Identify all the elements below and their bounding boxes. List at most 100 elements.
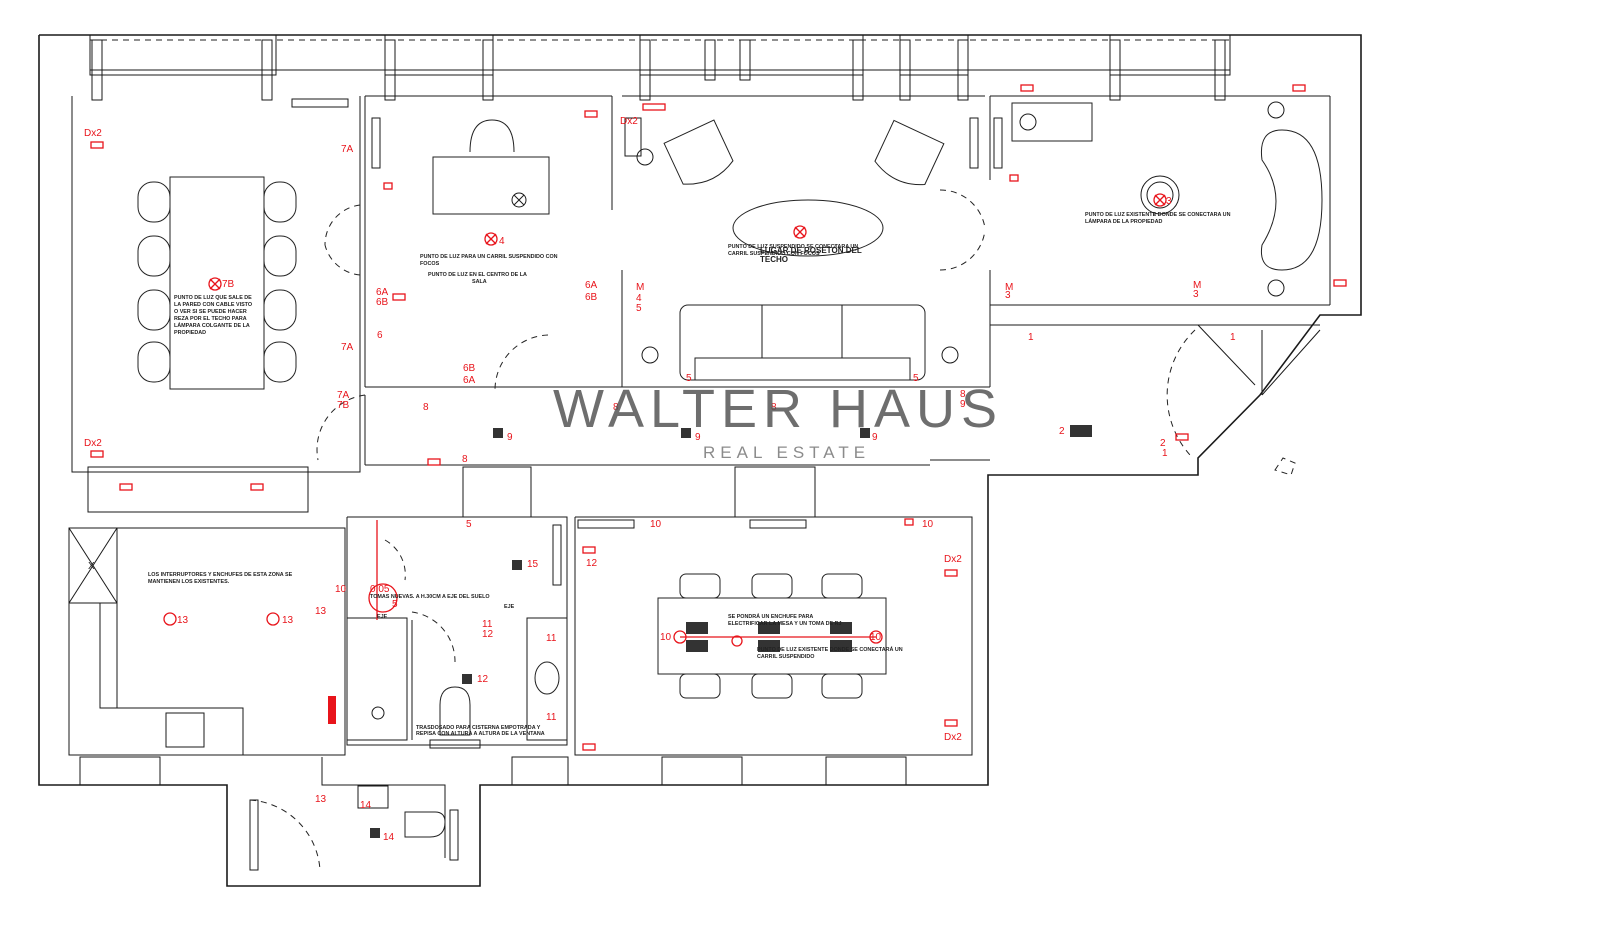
note-living-2: CARRIL SUSPENDIDO CON FOCOS: [728, 251, 820, 257]
note-living-1: PUNTO DE LUZ SUSPENDIDO SE CONECTARA UN: [728, 244, 858, 250]
note-table-4: CARRIL SUSPENDIDO: [757, 654, 814, 660]
label-9-a: 9: [507, 432, 513, 443]
label-1-b: 1: [1028, 332, 1034, 343]
living-room: [624, 117, 959, 381]
label-dx2-d: Dx2: [944, 554, 962, 565]
watermark-title: WALTER HAUS: [553, 379, 1003, 439]
label-0-05: 0,05: [370, 584, 390, 595]
label-m-a: M: [636, 282, 644, 293]
label-6b: 6B: [376, 297, 389, 308]
note-cistern-1: TRASDOSADO PARA CISTERNA EMPOTRADA Y: [416, 725, 541, 731]
note-table-3: PUNTO DE LUZ EXISTENTE DONDE SE CONECTAR…: [757, 646, 903, 653]
label-11-a: 11: [482, 619, 493, 630]
radiators: [291, 98, 1003, 586]
note-switches-1: LOS INTERRUPTORES Y ENCHUFES DE ESTA ZON…: [148, 572, 293, 578]
watermark: WALTER HAUS REAL ESTATE: [553, 379, 1003, 462]
label-5-b: 5: [686, 373, 692, 384]
note-roseton-2: TECHO: [760, 255, 788, 264]
chairs-top: [679, 573, 863, 699]
label-8-a: 8: [423, 402, 429, 413]
door-swings: [249, 189, 1196, 871]
guest-wc: [249, 757, 459, 871]
label-3-c: 3: [1193, 289, 1199, 300]
label-7b-b: 7B: [337, 400, 350, 411]
label-7b: 7B: [222, 279, 235, 290]
note-east-1: PUNTO DE LUZ EXISTENTE DONDE SE CONECTAR…: [1085, 212, 1231, 218]
label-dx2-b: Dx2: [84, 438, 102, 449]
note-lamp-west-5: LÁMPARA COLGANTE DE LA: [174, 322, 250, 329]
circuit-labels: Dx2 Dx2 Dx2 7B 4 3 7A 7A 6A 6B 6 7A 7B 8…: [84, 116, 1236, 843]
light-points: [208, 193, 1167, 620]
note-table-2: ELECTRIFICAR LA MESA Y UN TOMA DE RJ: [728, 621, 842, 627]
label-5-a: 5: [636, 303, 642, 314]
recessed-spots: [370, 425, 1092, 838]
label-10-b: 10: [922, 519, 934, 530]
label-13-c: 13: [282, 615, 294, 626]
label-9-c: 9: [872, 432, 878, 443]
office-desk: [432, 119, 550, 215]
label-8-c: 8: [771, 402, 777, 413]
label-eje-a: EJE: [377, 614, 388, 620]
label-1-a: 1: [1162, 448, 1168, 459]
label-6a-b: 6A: [463, 375, 476, 386]
compass-icon: [1274, 457, 1296, 476]
label-13-a: 13: [315, 606, 327, 617]
label-1-c: 1: [1230, 332, 1236, 343]
label-15: 15: [527, 559, 539, 570]
label-14-b: 14: [383, 832, 395, 843]
label-6a: 6A: [376, 287, 389, 298]
label-10-e: 10: [870, 632, 882, 643]
east-room: [1011, 101, 1323, 297]
label-12-c: 12: [586, 558, 598, 569]
note-cistern-2: REPISA CON ALTURA A ALTURA DE LA VENTANA: [416, 731, 545, 737]
note-lamp-west-4: REZA POR EL TECHO PARA: [174, 316, 247, 322]
label-2-b: 2: [1160, 438, 1166, 449]
label-dx2-a: Dx2: [84, 128, 102, 139]
meeting-room: [574, 516, 973, 756]
label-10-c: 10: [335, 584, 347, 595]
label-m-c: M: [1193, 280, 1201, 291]
label-14-a: 14: [360, 800, 372, 811]
note-table-1: SE PONDRÁ UN ENCHUFE PARA: [728, 613, 813, 620]
label-5-d: 5: [466, 519, 472, 530]
note-lamp-west-1: PUNTO DE LUZ QUE SALE DE: [174, 295, 252, 301]
dining-table-west: [137, 176, 297, 390]
note-sockets-new: TOMAS NUEVAS. A H.30CM A EJE DEL SUELO: [370, 594, 490, 600]
note-rail-1: PUNTO DE LUZ PARA UN CARRIL SUSPENDIDO C…: [420, 254, 558, 260]
label-7a-b: 7A: [341, 342, 354, 353]
label-6: 6: [377, 330, 383, 341]
label-8-b: 8: [613, 402, 619, 413]
label-6b-b: 6B: [463, 363, 476, 374]
label-5-c: 5: [913, 373, 919, 384]
note-center-1: PUNTO DE LUZ EN EL CENTRO DE LA: [428, 272, 527, 278]
label-4-b: 4: [636, 293, 642, 304]
label-3: 3: [1166, 196, 1172, 207]
label-12-b: 12: [477, 674, 489, 685]
label-6b-c: 6B: [585, 292, 598, 303]
note-rail-2: FOCOS: [420, 261, 440, 267]
label-11-c: 11: [546, 712, 557, 723]
label-5-e: 5: [392, 599, 398, 610]
label-x: X: [88, 561, 95, 572]
annotation-notes: PUNTO DE LUZ QUE SALE DE LA PARED CON CA…: [148, 212, 1231, 737]
label-3-b: 3: [1005, 290, 1011, 301]
label-7a-a: 7A: [341, 144, 354, 155]
note-lamp-west-2: LA PARED CON CABLE VISTO: [174, 302, 252, 308]
label-12-a: 12: [482, 629, 494, 640]
label-9-b: 9: [695, 432, 701, 443]
label-4: 4: [499, 236, 505, 247]
label-m-b: M: [1005, 282, 1013, 293]
label-dx2-c: Dx2: [620, 116, 638, 127]
outer-walls: [38, 34, 1362, 887]
label-dx2-e: Dx2: [944, 732, 962, 743]
label-10-a: 10: [650, 519, 662, 530]
note-lamp-west-6: PROPIEDAD: [174, 330, 206, 336]
label-8-e: 8: [960, 389, 966, 400]
label-2-a: 2: [1059, 426, 1065, 437]
windows-bottom: [79, 466, 907, 786]
label-7a-c: 7A: [337, 390, 350, 401]
watermark-subtitle: REAL ESTATE: [703, 443, 870, 462]
note-east-2: LÁMPARA DE LA PROPIEDAD: [1085, 218, 1162, 225]
label-9-d: 9: [960, 399, 966, 410]
